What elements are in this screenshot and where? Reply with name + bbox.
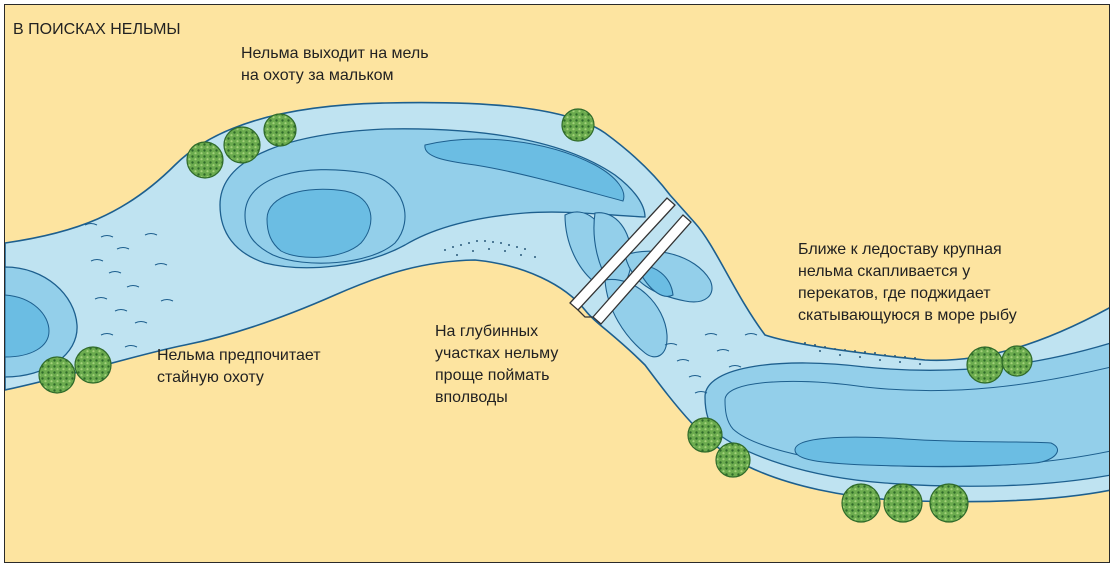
annotation-line: На глубинных <box>435 323 539 340</box>
pool-left-edge-deep <box>5 294 50 358</box>
bridge-icon <box>569 197 692 325</box>
sand-stipple <box>444 240 921 365</box>
annotation-line: скатывающуюся в море рыбу <box>798 307 1017 324</box>
pool-lower-deep <box>794 436 1058 467</box>
annotation-line: вполводы <box>435 389 508 406</box>
annotation-shallows: Нельма выходит на мель на охоту за мальк… <box>241 43 429 87</box>
annotation-before-freeze: Ближе к ледоставу крупная нельма скаплив… <box>798 239 1017 327</box>
river-scene <box>5 101 1109 523</box>
annotation-line: Ближе к ледоставу крупная <box>798 241 1002 258</box>
annotation-line: стайную охоту <box>157 369 264 386</box>
annotation-school-hunt: Нельма предпочитает стайную охоту <box>157 345 321 389</box>
pool-upper-tail <box>424 138 625 202</box>
annotation-line: на охоту за мальком <box>241 67 394 84</box>
annotation-line: перекатов, где поджидает <box>798 285 991 302</box>
diagram-frame: В ПОИСКАХ НЕЛЬМЫ Нельма выходит на мель … <box>4 4 1110 563</box>
annotation-line: проще поймать <box>435 367 550 384</box>
diagram-title: В ПОИСКАХ НЕЛЬМЫ <box>13 21 181 38</box>
pool-upper-deep <box>266 188 372 258</box>
annotation-line: Нельма предпочитает <box>157 347 321 364</box>
annotation-line: участках нельму <box>435 345 559 362</box>
annotation-deep-water: На глубинных участках нельму проще пойма… <box>435 321 558 409</box>
annotation-line: нельма скапливается у <box>798 263 971 280</box>
bush-icon <box>38 108 1033 523</box>
annotation-line: Нельма выходит на мель <box>241 45 429 62</box>
ripple-marks <box>84 223 758 394</box>
